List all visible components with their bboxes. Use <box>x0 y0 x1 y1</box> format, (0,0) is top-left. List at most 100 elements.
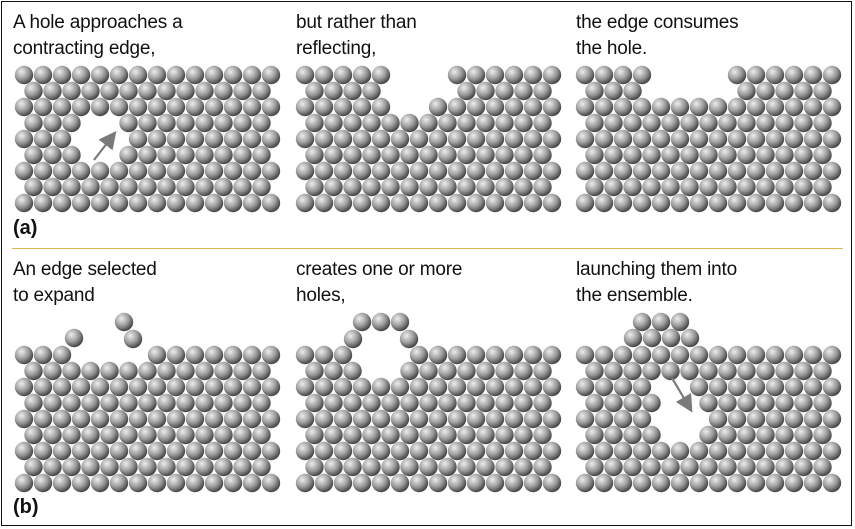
sphere-b3 <box>642 393 661 413</box>
sphere-a1 <box>138 145 157 165</box>
sphere-b3 <box>718 393 737 413</box>
sphere-b1 <box>185 345 205 365</box>
sphere-b2 <box>533 393 552 413</box>
sphere-a2 <box>333 193 353 213</box>
sphere-a2 <box>447 65 467 85</box>
sphere-b2 <box>352 473 372 493</box>
sphere-b2 <box>362 457 381 477</box>
sphere-b2 <box>314 441 334 461</box>
sphere-a3 <box>651 129 671 149</box>
sphere-b1 <box>71 441 91 461</box>
sphere-b1 <box>233 393 252 413</box>
sphere-b1 <box>100 361 119 381</box>
sphere-a3 <box>765 193 785 213</box>
sphere-b3 <box>613 473 633 493</box>
sphere-b2 <box>381 425 400 445</box>
sphere-b1 <box>204 409 224 429</box>
sphere-a1 <box>204 161 224 181</box>
sphere-a1 <box>62 81 81 101</box>
sphere-a1 <box>52 65 72 85</box>
sphere-a2 <box>485 97 505 117</box>
sphere-b2 <box>504 473 524 493</box>
sphere-a1 <box>62 145 81 165</box>
sphere-b2 <box>533 457 552 477</box>
sphere-b2 <box>504 377 524 397</box>
sphere-a1 <box>261 97 281 117</box>
sphere-a3 <box>642 145 661 165</box>
sphere-a1 <box>195 113 214 133</box>
sphere-b2 <box>390 441 410 461</box>
caption-a1: A hole approaches a contracting edge, <box>13 12 183 59</box>
sphere-b1 <box>109 377 129 397</box>
sphere-b3 <box>765 409 785 429</box>
sphere-b1 <box>43 393 62 413</box>
sphere-a3 <box>632 129 652 149</box>
sphere-a2 <box>466 65 486 85</box>
sphere-a1 <box>252 81 271 101</box>
sphere-b3 <box>775 457 794 477</box>
sphere-b1 <box>176 361 195 381</box>
sphere-a3 <box>689 97 709 117</box>
sphere-a2 <box>362 177 381 197</box>
sphere-a1 <box>71 161 91 181</box>
sphere-a1 <box>195 81 214 101</box>
sphere-b2 <box>485 473 505 493</box>
sphere-b3 <box>613 377 633 397</box>
sphere-b3 <box>604 425 623 445</box>
sphere-a2 <box>409 193 429 213</box>
sphere-b3 <box>784 473 804 493</box>
sphere-b2 <box>305 361 324 381</box>
sphere-b2 <box>419 361 438 381</box>
sphere-a1 <box>176 177 195 197</box>
sphere-a2 <box>428 129 448 149</box>
sphere-b3 <box>699 361 718 381</box>
sphere-b3 <box>689 345 709 365</box>
sphere-a3 <box>632 97 652 117</box>
sphere-b2 <box>466 441 486 461</box>
sphere-a1 <box>214 177 233 197</box>
sphere-b3 <box>737 425 756 445</box>
sphere-b3 <box>689 441 709 461</box>
sphere-a1 <box>242 129 262 149</box>
sphere-b1 <box>166 409 186 429</box>
sphere-a1 <box>138 113 157 133</box>
sphere-b2 <box>371 409 391 429</box>
sphere-b3 <box>613 345 633 365</box>
sphere-a3 <box>585 177 604 197</box>
sphere-a2 <box>352 193 372 213</box>
arrow-hole-motion <box>93 131 117 161</box>
sphere-b1 <box>109 473 129 493</box>
sphere-b2 <box>428 345 448 365</box>
sphere-b3 <box>794 361 813 381</box>
sphere-b3 <box>822 473 842 493</box>
sphere-a3 <box>594 97 614 117</box>
sphere-b3 <box>803 473 823 493</box>
sphere-a3 <box>794 145 813 165</box>
sphere-b3 <box>746 473 766 493</box>
sphere-b2 <box>314 345 334 365</box>
sphere-a1 <box>147 193 167 213</box>
sphere-b3 <box>822 409 842 429</box>
sphere-a1 <box>24 113 43 133</box>
sphere-b1 <box>166 377 186 397</box>
sphere-b2 <box>400 361 419 381</box>
sphere-b1 <box>109 441 129 461</box>
sphere-a1 <box>43 145 62 165</box>
sphere-a3 <box>632 161 652 181</box>
sphere-b3 <box>594 409 614 429</box>
sphere-b2 <box>390 473 410 493</box>
sphere-b1 <box>242 409 262 429</box>
sphere-b1 <box>233 457 252 477</box>
sphere-a2 <box>324 113 343 133</box>
sphere-b3 <box>585 393 604 413</box>
sphere-a3 <box>689 193 709 213</box>
sphere-a2 <box>324 145 343 165</box>
sphere-b1 <box>128 441 148 461</box>
sphere-a3 <box>718 177 737 197</box>
sphere-a1 <box>147 129 167 149</box>
sphere-b1 <box>100 393 119 413</box>
sphere-a1 <box>233 145 252 165</box>
sphere-b2 <box>485 409 505 429</box>
sphere-a2 <box>438 177 457 197</box>
sphere-a3 <box>775 113 794 133</box>
